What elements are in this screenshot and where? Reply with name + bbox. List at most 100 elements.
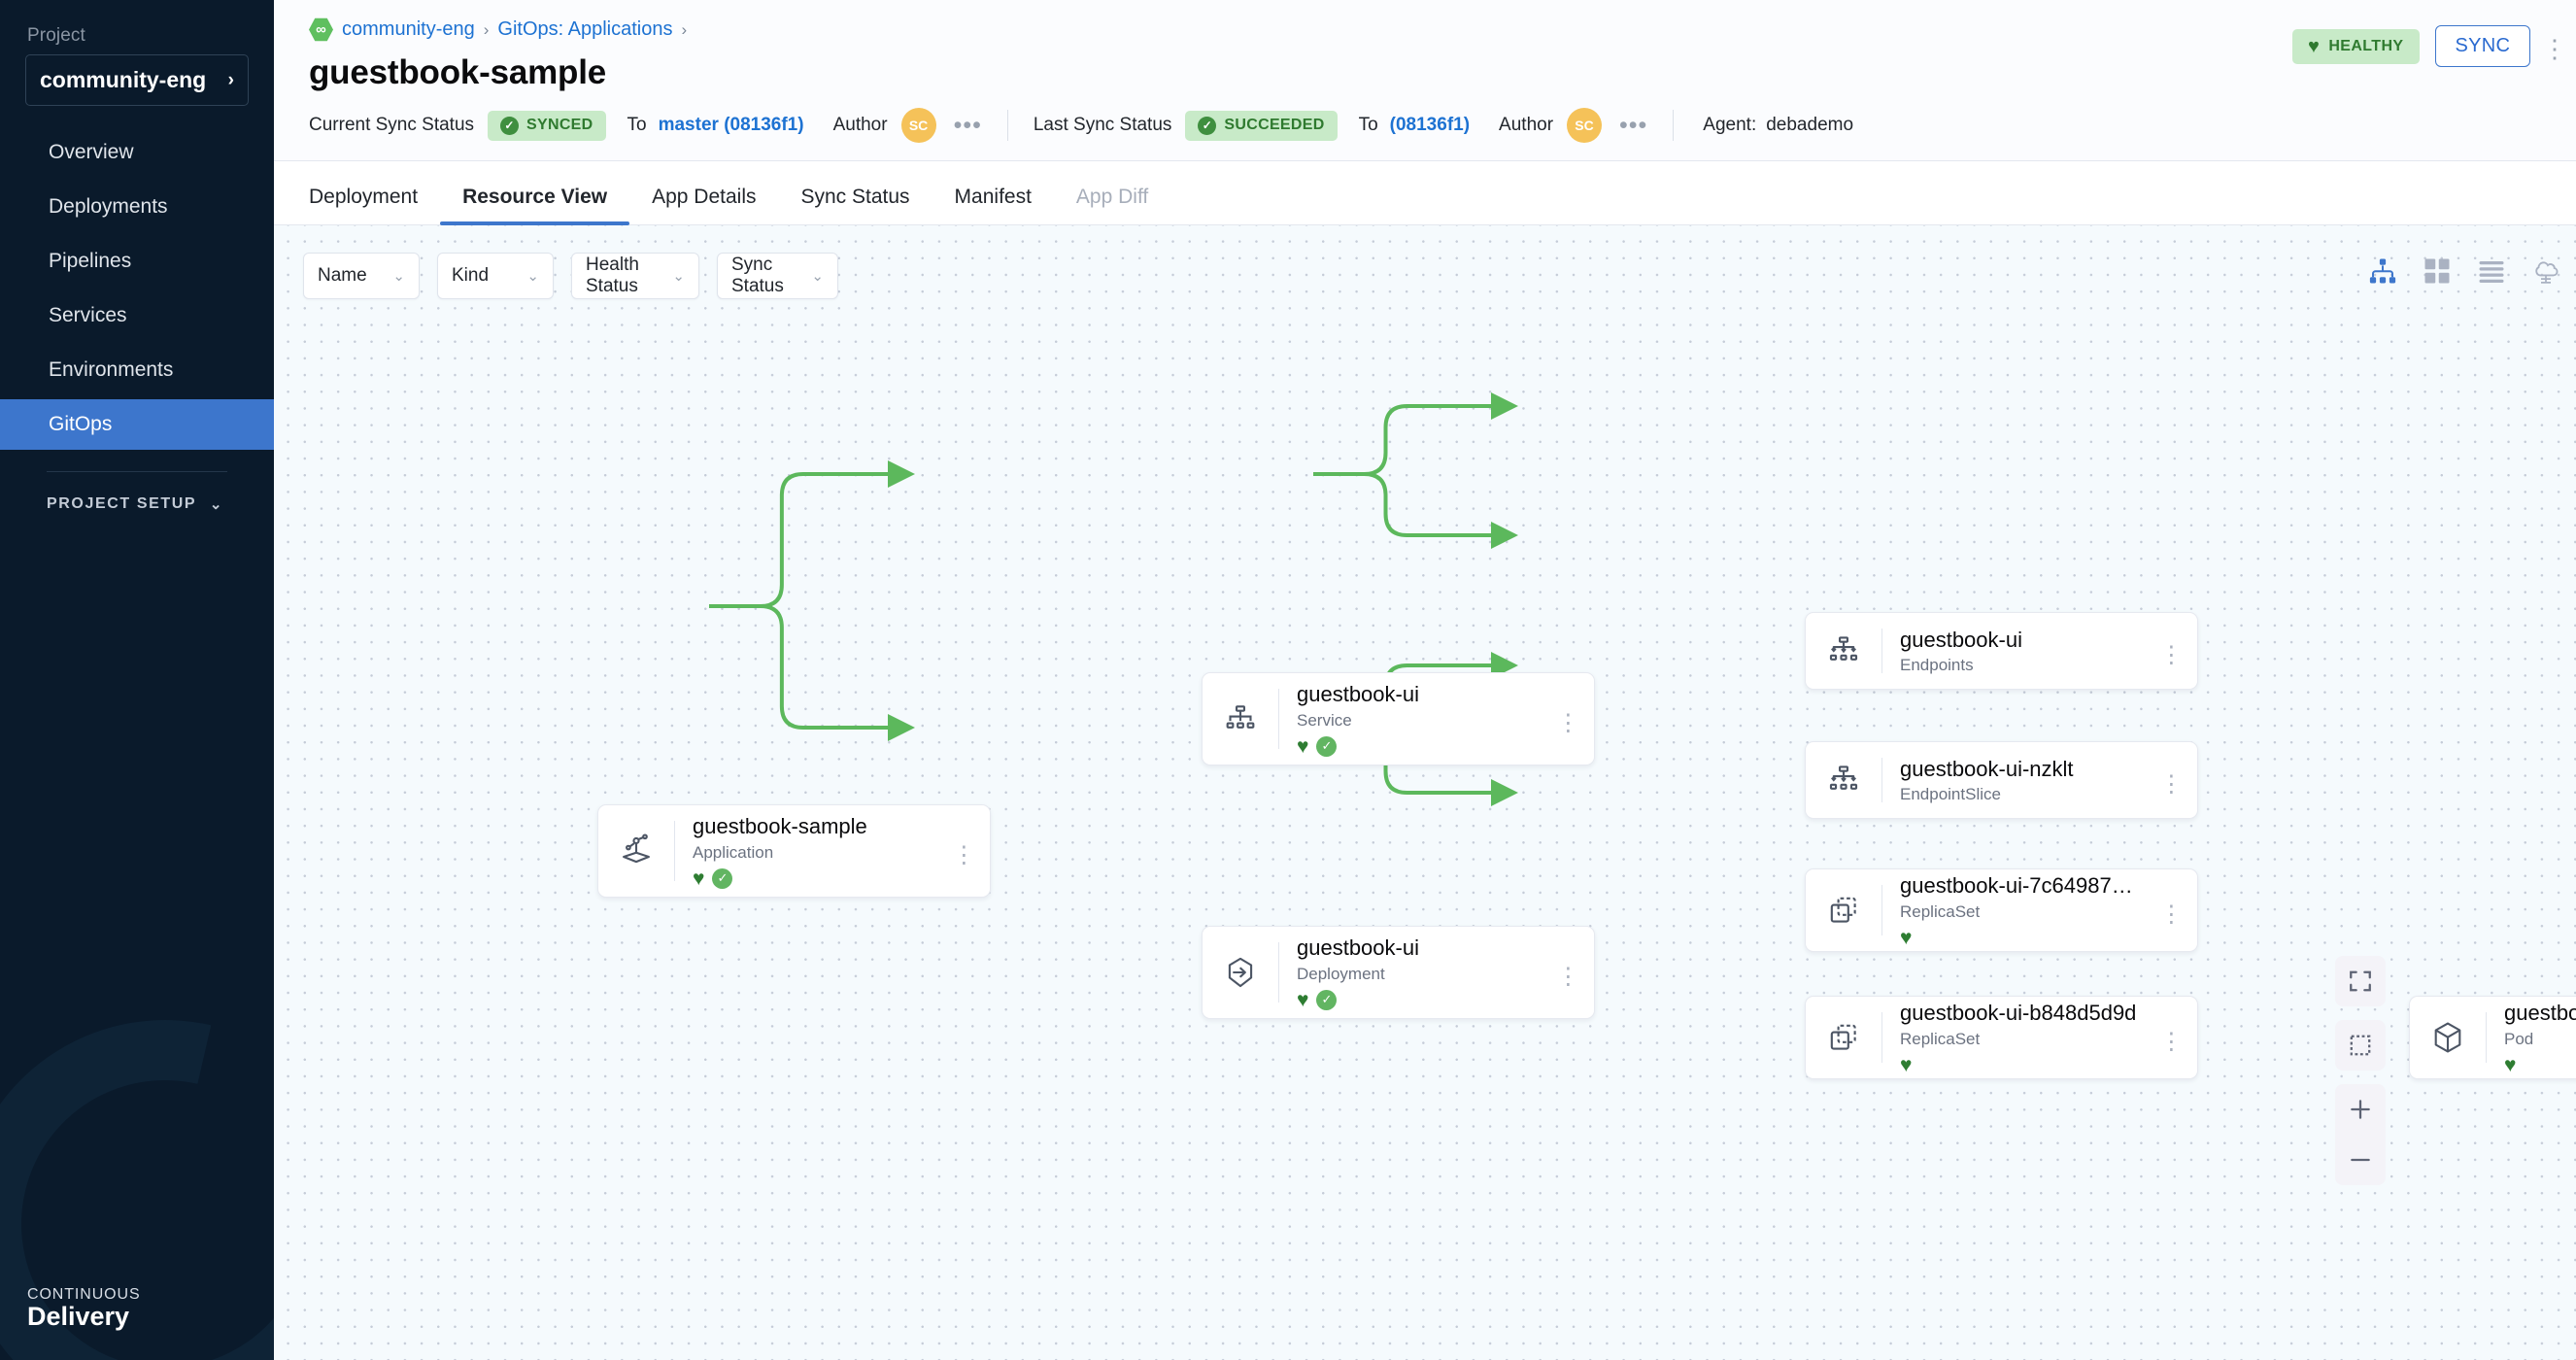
node-kebab-menu-icon[interactable]: ⋮: [2143, 1028, 2197, 1048]
deployment-icon: [1203, 927, 1278, 1018]
list-view-icon[interactable]: [2477, 256, 2506, 286]
sync-button[interactable]: SYNC: [2435, 25, 2531, 67]
chevron-right-icon: ›: [228, 71, 234, 89]
graph-node-replicaset[interactable]: guestbook-ui-7c64987dc9ReplicaSet♥⋮: [1805, 868, 2198, 952]
tree-view-icon[interactable]: [2368, 256, 2397, 286]
zoom-in-icon[interactable]: [2335, 1084, 2386, 1135]
graph-node-service[interactable]: guestbook-uiService♥✓⋮: [1202, 672, 1595, 765]
sidebar-nav: OverviewDeploymentsPipelinesServicesEnvi…: [0, 127, 274, 450]
breadcrumb-separator-icon-2: ›: [681, 20, 687, 40]
node-name: guestbook-ui-b848d5d9d: [1900, 1000, 2143, 1027]
heart-icon: ♥: [1297, 990, 1308, 1010]
tab-resource-view[interactable]: Resource View: [440, 186, 629, 224]
graph-node-deployment[interactable]: guestbook-uiDeployment ♥ ✓ ⋮: [1202, 926, 1595, 1019]
tab-sync-status[interactable]: Sync Status: [778, 186, 932, 224]
graph-node-application[interactable]: guestbook-sampleApplication♥✓⋮: [597, 804, 991, 898]
tab-deployment[interactable]: Deployment: [309, 186, 440, 224]
tab-manifest[interactable]: Manifest: [932, 186, 1054, 224]
filter-label: Name: [318, 265, 367, 287]
sidebar-item-overview[interactable]: Overview: [0, 127, 274, 178]
main-area: ∞ community-eng › GitOps: Applications ›…: [274, 0, 2576, 1360]
node-body: guestbook-sampleApplication♥✓: [675, 813, 935, 889]
sidebar-item-pipelines[interactable]: Pipelines: [0, 236, 274, 287]
node-name: guestbook-ui: [1297, 935, 1540, 962]
filter-health-status[interactable]: Health Status⌄: [571, 253, 699, 299]
node-body: guestbook-uiEndpoints: [1882, 627, 2143, 676]
node-body: guestbook-ui-nzkltEndpointSlice: [1882, 756, 2143, 805]
graph-edge: [709, 606, 911, 728]
current-overflow-icon[interactable]: •••: [954, 119, 982, 132]
graph-node-replicaset[interactable]: guestbook-ui-b848d5d9dReplicaSet♥⋮: [1805, 996, 2198, 1079]
sidebar-item-environments[interactable]: Environments: [0, 345, 274, 395]
sidebar-item-services[interactable]: Services: [0, 290, 274, 341]
agent-label: Agent:: [1703, 115, 1756, 136]
chevron-down-icon: ⌄: [672, 267, 685, 285]
check-circle-icon: ✓: [1316, 990, 1337, 1010]
filter-name[interactable]: Name⌄: [303, 253, 420, 299]
node-body: guestbook-ui-7c64987dc9ReplicaSet♥: [1882, 872, 2143, 948]
brand-footer: CONTINUOUS Delivery: [0, 1286, 141, 1331]
node-body: guestbook-ui-b848d5d9dReplicaSet♥: [1882, 1000, 2143, 1075]
top-bar: ∞ community-eng › GitOps: Applications ›…: [274, 0, 2576, 161]
last-revision-link[interactable]: (08136f1): [1390, 115, 1470, 136]
filter-kind[interactable]: Kind⌄: [437, 253, 554, 299]
grid-view-icon[interactable]: [2423, 256, 2452, 286]
avatar-current-author: SC: [901, 108, 936, 143]
node-kind: Deployment: [1297, 965, 1540, 984]
sidebar-item-deployments[interactable]: Deployments: [0, 182, 274, 232]
filter-bar: Name⌄Kind⌄Health Status⌄Sync Status⌄: [303, 253, 838, 299]
graph-node-endpointslice[interactable]: guestbook-ui-nzkltEndpointSlice⋮: [1805, 741, 2198, 819]
node-kebab-menu-icon[interactable]: ⋮: [2143, 770, 2197, 791]
select-area-icon[interactable]: [2335, 1020, 2386, 1071]
graph-node-endpoints[interactable]: guestbook-uiEndpoints⋮: [1805, 612, 2198, 690]
filter-label: Kind: [452, 265, 489, 287]
graph-node-pod[interactable]: guestbook-ui-b848d5d9...Pod♥⋮: [2409, 996, 2576, 1079]
sidebar-item-gitops[interactable]: GitOps: [0, 399, 274, 450]
zoom-controls: [2335, 956, 2386, 1185]
node-kind: ReplicaSet: [1900, 902, 2143, 922]
node-kind: Application: [693, 843, 935, 863]
endpoints-icon: [1806, 613, 1881, 689]
zoom-out-icon[interactable]: [2335, 1135, 2386, 1185]
project-setup-label: PROJECT SETUP: [47, 495, 196, 513]
filter-sync-status[interactable]: Sync Status ⌄: [717, 253, 838, 299]
sidebar-item-project-setup[interactable]: PROJECT SETUP ⌄: [0, 472, 274, 513]
header-kebab-menu-icon[interactable]: ⋮: [2546, 35, 2564, 58]
node-kebab-menu-icon[interactable]: ⋮: [2143, 641, 2197, 662]
last-to-label: To: [1359, 115, 1378, 136]
service-icon: [1203, 673, 1278, 765]
node-status-badges: ♥: [1900, 1055, 2143, 1075]
current-revision-link[interactable]: master (08136f1): [659, 115, 804, 136]
project-selector[interactable]: community-eng ›: [25, 54, 249, 106]
resource-graph-canvas[interactable]: Name⌄Kind⌄Health Status⌄Sync Status⌄: [274, 225, 2576, 1360]
succeeded-label: SUCCEEDED: [1224, 117, 1324, 134]
node-name: guestbook-ui-nzklt: [1900, 756, 2143, 783]
breadcrumb-item-gitops-applications[interactable]: GitOps: Applications: [497, 18, 672, 41]
node-kind: Pod: [2504, 1030, 2576, 1049]
last-author-label: Author: [1499, 115, 1553, 136]
synced-label: SYNCED: [526, 117, 593, 134]
node-kebab-menu-icon[interactable]: ⋮: [935, 841, 990, 862]
current-author-label: Author: [833, 115, 888, 136]
tab-app-details[interactable]: App Details: [629, 186, 778, 224]
tab-app-diff: App Diff: [1054, 186, 1170, 224]
filter-label: Sync Status: [731, 255, 790, 297]
page-title: guestbook-sample: [274, 42, 2576, 92]
node-kebab-menu-icon[interactable]: ⋮: [2143, 901, 2197, 921]
last-overflow-icon[interactable]: •••: [1619, 119, 1647, 132]
chevron-down-icon: ⌄: [811, 267, 824, 285]
health-badge-label: HEALTHY: [2328, 38, 2403, 55]
agent-value: debademo: [1766, 115, 1853, 136]
fit-screen-icon[interactable]: [2335, 956, 2386, 1006]
node-kebab-menu-icon[interactable]: ⋮: [1540, 709, 1594, 730]
breadcrumb-item-project[interactable]: community-eng: [342, 18, 475, 41]
node-name: guestbook-ui-7c64987dc9: [1900, 872, 2143, 900]
current-to-label: To: [627, 115, 647, 136]
node-status-badges: ♥✓: [693, 868, 935, 889]
node-body: guestbook-ui-b848d5d9... Pod ♥: [2487, 1000, 2576, 1075]
node-name: guestbook-ui-b848d5d9...: [2504, 1000, 2576, 1027]
network-view-icon[interactable]: [2531, 256, 2560, 286]
project-label: Project: [0, 25, 274, 54]
node-kebab-menu-icon[interactable]: ⋮: [1540, 963, 1594, 983]
node-status-badges: ♥: [2504, 1055, 2576, 1075]
